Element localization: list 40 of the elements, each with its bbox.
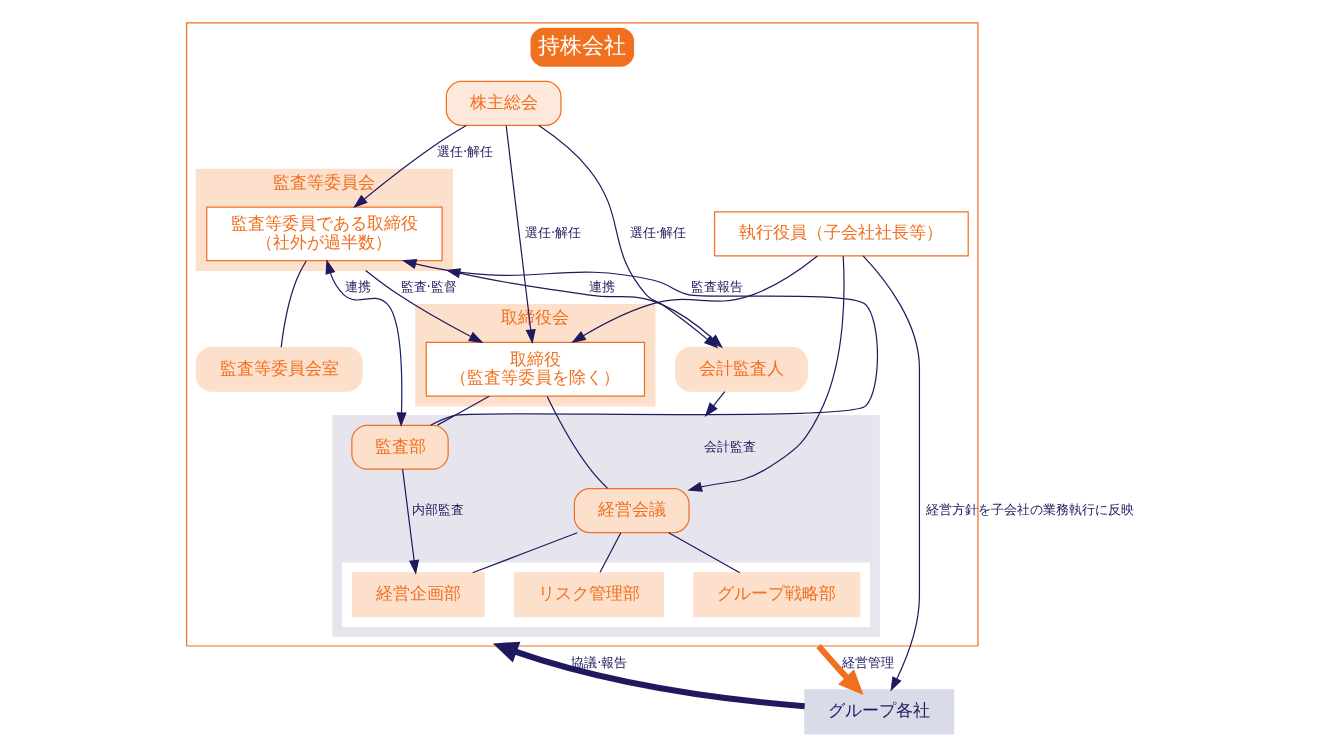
node-box: 会計監査人 (674, 346, 808, 392)
node-box: グループ戦略部 (693, 572, 861, 618)
node-box: 執行役員（子会社社長等） (714, 211, 969, 257)
arrow (402, 468, 420, 575)
arrow (492, 641, 805, 710)
arrow (325, 259, 407, 427)
arrow (571, 255, 819, 344)
connector (546, 395, 609, 490)
node-box: グループ各社 (804, 689, 955, 735)
edge-label: 会計監査 (704, 438, 757, 454)
node-box: 経営会議 (573, 488, 690, 534)
edge-label: 監査·監督 (400, 278, 457, 294)
edge-label: 経営管理 (842, 654, 895, 670)
edge-label: 連携 (588, 278, 615, 294)
arrow (704, 390, 726, 418)
arrow (816, 644, 864, 696)
node-box: 株主総会 (445, 80, 562, 126)
cluster (342, 562, 871, 628)
node-box: 監査等委員である取締役 （社外が過半数） (206, 206, 443, 262)
arrow (401, 258, 879, 426)
edge-label: 選任·解任 (524, 225, 582, 241)
arrow (687, 255, 845, 492)
arrow (505, 125, 536, 345)
connector (471, 532, 578, 574)
connector (436, 395, 490, 426)
connector (668, 532, 741, 574)
edge-label: 選任·解任 (437, 143, 494, 159)
node-box: 取締役 （監査等委員を除く） (425, 341, 646, 397)
edge-label: 監査報告 (691, 278, 744, 294)
arrow (862, 255, 921, 692)
connector (280, 260, 307, 348)
edge-label: 選任·解任 (629, 225, 687, 241)
node-box: 経営企画部 (351, 572, 485, 618)
node-box: リスク管理部 (514, 572, 664, 618)
node-box: 監査部 (351, 424, 449, 470)
edge-label: 連携 (344, 278, 371, 294)
connector (599, 532, 622, 573)
edge-label: 内部監査 (411, 502, 464, 518)
node-box: 監査等委員会室 (195, 346, 363, 392)
arrow (353, 124, 467, 209)
